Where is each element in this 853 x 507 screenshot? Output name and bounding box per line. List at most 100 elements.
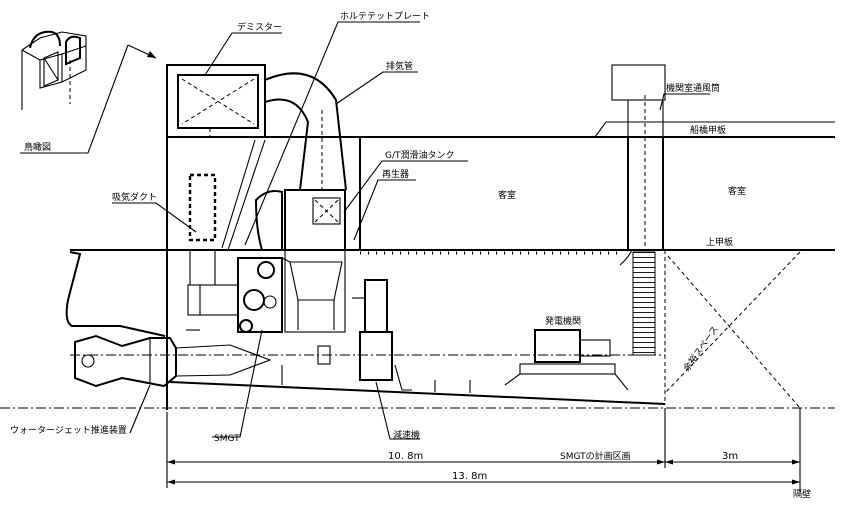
label-engine-room-ventilator: 機関室通風筒 [666,82,720,94]
label-upper-deck: 上甲板 [706,236,733,248]
water-jet-body [74,334,177,388]
generator-engine [579,339,611,357]
bridge-deck-step [594,121,835,138]
spare-space-diagonal-a [667,255,801,409]
water-jet-leader [129,384,151,434]
label-spare-space: 余裕スペース [681,323,721,373]
dim-arrow-5 [167,479,175,485]
ventilator-head [611,64,666,101]
ventilator-door-arc [619,249,633,266]
birds-eye-leader-line [20,44,129,154]
label-gt-lube-oil-tank: G/T潤滑油タンク [385,149,455,161]
sketch-duct [29,30,81,66]
label-bulkhead: 隔壁 [793,488,811,500]
ventilator-leader [659,93,710,111]
label-smgt: SMGT [214,434,240,444]
sketch-outline [21,31,87,110]
gt-lube-tank-leader [343,160,468,213]
dim-smgt-section-length: 10. 8m [388,451,423,462]
demister-leader [204,32,282,76]
label-exhaust-pipe: 排気管 [386,60,413,72]
reduction-gear-upper [364,279,388,333]
generator-bed [519,363,616,375]
label-vortex-plate: ホルテテットプレート [340,11,430,22]
intake-duct-upper [188,173,217,242]
dimension-lines [166,408,801,492]
dim-arrow-3 [665,459,673,465]
coupling [317,345,331,365]
smgt-unit [237,190,291,333]
birds-eye-leader [20,44,157,154]
dim-total-length: 13. 8m [452,471,487,482]
spare-space-area [664,250,801,409]
hull-stern-line [65,251,166,337]
exhaust-pipe [264,72,347,191]
water-jet-unit [74,329,272,388]
smgt-rotor-side [263,295,277,309]
generator-body [534,329,581,363]
demister-box [177,74,259,129]
water-jet-nozzle [81,354,95,368]
hull [0,251,835,409]
reduction-gear-lower [359,331,393,381]
exhaust-pipe-inner [264,98,310,191]
reduction-gear-leader [375,381,420,440]
turbine-funnel [289,261,343,301]
demister-cross-b [181,78,255,125]
intake-duct [187,173,239,316]
intake-duct-lower [189,249,216,286]
generator-support-right [614,373,629,391]
regenerator-leader [353,179,416,241]
spare-space-diagonal-b [665,251,801,393]
label-intake-duct: 吸気ダクト [112,191,157,203]
generator-unit [504,329,629,391]
tank-cross-b [314,199,339,223]
hull-bottom-line [169,381,666,405]
reduction-gear-unit [317,279,393,381]
birds-eye-arrowhead [147,51,156,58]
smgt-exhaust-elbow [254,190,283,251]
support-1 [394,364,412,391]
engine-room-ventilator [611,64,666,356]
ladder [632,251,656,356]
smgt-rotor-top [257,261,275,279]
label-generator: 発電機関 [545,315,581,327]
dim-arrow-4 [792,459,800,465]
regenerator-unit [284,189,346,333]
label-birds-eye-view: 鳥瞰図 [24,141,51,153]
dim-smgt-section-label: SMGTの計画区画 [560,450,631,462]
compressor-inlet [187,284,239,316]
smgt-link [281,257,291,263]
smgt-rotor-main [243,289,265,311]
label-cabin-center: 客室 [498,189,516,201]
label-demister: デミスター [237,21,282,33]
turbine-casing [284,249,346,333]
label-water-jet: ウォータージェット推進装置 [10,424,127,436]
dim-arrow-6 [792,479,800,485]
casing-inner-slope [227,139,266,251]
casing-inner-slope-2 [221,139,256,249]
water-jet-duct [175,344,272,377]
floor-supports [281,364,471,393]
exhaust-pipe-outer [264,72,347,191]
dim-arrow-2 [657,459,665,465]
label-bridge-deck: 船橋甲板 [690,124,726,136]
labels: デミスター ホルテテットプレート 排気管 機関室通風筒 船橋甲板 G/T潤滑油タ… [10,11,811,500]
label-regenerator: 再生器 [382,168,409,180]
smgt-leader [212,329,263,438]
birds-eye-sketch [21,30,87,110]
label-cabin-right: 客室 [728,185,746,197]
gt-lube-oil-tank-box [312,197,341,225]
leader-lines [112,21,710,440]
dim-extra-length: 3m [722,451,738,462]
exhaust-pipe-leader [335,71,418,105]
dim-arrow-1 [167,459,175,465]
label-reduction-gear: 減速機 [393,429,420,441]
smgt-rotor-bottom [239,319,253,333]
vortex-plate-leader [244,21,420,246]
generator-support-left [504,373,521,386]
intake-duct-leader [112,202,197,233]
smgt-frame [237,257,283,333]
sketch-box [43,51,59,87]
